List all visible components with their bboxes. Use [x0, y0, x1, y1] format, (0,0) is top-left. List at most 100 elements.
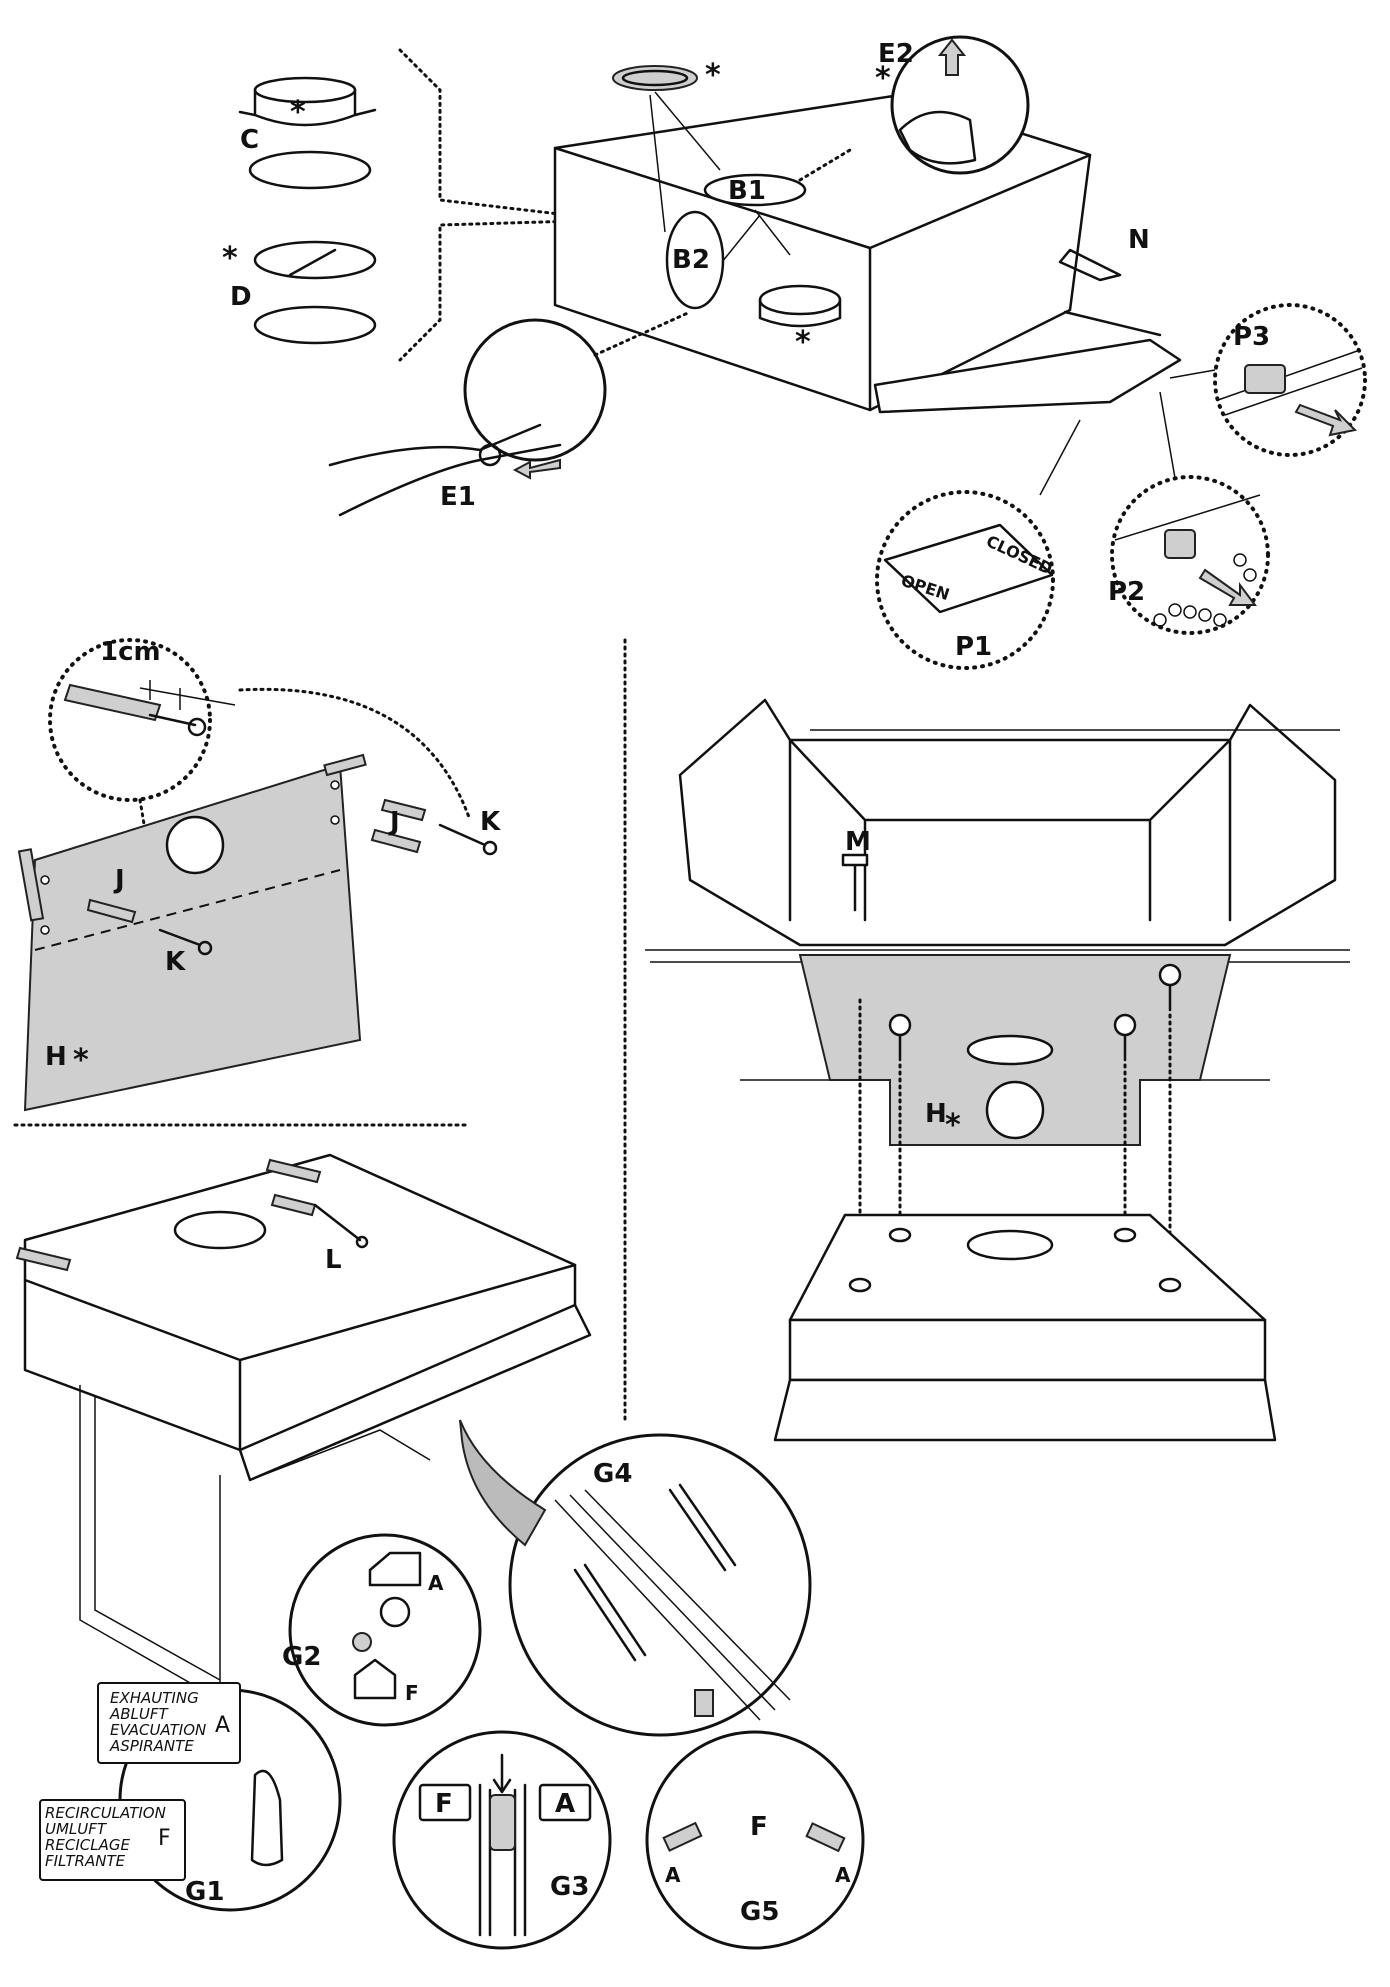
- ring-top: [612, 65, 698, 91]
- flange-c: [238, 76, 377, 190]
- g4-panel-tip: [459, 1419, 547, 1547]
- label-n: N: [1128, 225, 1150, 255]
- star-ring-top: *: [705, 58, 721, 93]
- p3-latch: [1244, 364, 1286, 394]
- g4-rails: [554, 1489, 791, 1721]
- g4-clip: [694, 1689, 714, 1717]
- label-h-left: H: [45, 1042, 67, 1072]
- g3-slot: [478, 1783, 527, 1937]
- g1-panel-exhaust: EXHAUTING ABLUFT EVACUATION ASPIRANTE A: [97, 1682, 241, 1764]
- star-d: *: [222, 241, 238, 276]
- g1-letter-a: A: [215, 1713, 230, 1738]
- hood-right: [773, 1213, 1277, 1442]
- wall-template-h: [23, 763, 362, 1112]
- arrows-b: [649, 91, 791, 263]
- svg-text:ASPIRANTE: ASPIRANTE: [109, 1737, 194, 1755]
- screw-l: [313, 1203, 362, 1242]
- pointer-p1: [1039, 419, 1081, 496]
- g5-letter-a-left: A: [665, 1863, 681, 1887]
- detail-g2: [288, 1533, 482, 1727]
- label-k-right: K: [480, 807, 501, 837]
- svg-text:UMLUFT: UMLUFT: [45, 1820, 108, 1838]
- label-g2-a: A: [428, 1571, 444, 1595]
- p3-rail: [1217, 349, 1363, 416]
- e2-arrow-icon: [937, 38, 967, 76]
- flange-d: [253, 240, 377, 345]
- pointer-p3: [1169, 369, 1216, 379]
- g3-letter-f: F: [435, 1789, 453, 1819]
- detail-g4: [508, 1433, 812, 1737]
- label-g1: G1: [185, 1877, 224, 1907]
- template-slot: [966, 1034, 1054, 1066]
- g3-slider: [489, 1794, 516, 1851]
- ceiling-screws: [888, 963, 1182, 1062]
- label-g3: G3: [550, 1872, 589, 1902]
- p1-plate: [883, 523, 1054, 614]
- g3-letter-a: A: [555, 1789, 575, 1819]
- label-d: D: [230, 282, 252, 312]
- label-m: M: [845, 827, 871, 857]
- svg-text:RECIRCULATION: RECIRCULATION: [45, 1804, 166, 1822]
- star-e2: *: [875, 61, 891, 96]
- plug-j-left: [86, 898, 137, 924]
- wall-cabinet: [678, 698, 1337, 947]
- svg-text:ABLUFT: ABLUFT: [109, 1705, 170, 1723]
- label-p3: P3: [1233, 322, 1270, 352]
- screw-k-left: [158, 928, 202, 947]
- g5-clip-left: [662, 1821, 703, 1852]
- e1-arrow-icon: [512, 458, 561, 480]
- g3-box-a: [538, 1783, 592, 1822]
- detail-e1: [463, 318, 607, 462]
- svg-text:FILTRANTE: FILTRANTE: [45, 1852, 126, 1870]
- p3-arrow-icon: [1294, 403, 1358, 437]
- label-l: L: [325, 1245, 342, 1275]
- connector-e1: [593, 310, 692, 357]
- p2-dots: [1153, 553, 1257, 627]
- template-line: [34, 869, 341, 951]
- label-1cm: 1cm: [100, 637, 161, 667]
- e2-pipe: [898, 110, 977, 165]
- g3-arrow-icon: [492, 1753, 512, 1794]
- g2-house-a-icon: [368, 1551, 422, 1587]
- pliers-icon: [328, 423, 562, 517]
- label-c: C: [240, 125, 259, 155]
- flap-n: [1058, 248, 1122, 282]
- label-b1: B1: [728, 176, 766, 206]
- label-j-left: J: [113, 865, 125, 895]
- star-ring-side: *: [795, 325, 811, 360]
- template-tape-right: [323, 753, 367, 777]
- p2-arrow-icon: [1198, 568, 1257, 606]
- connector-1cm-k: [238, 687, 472, 822]
- g4-rod-2: [668, 1483, 737, 1572]
- plug-l-1: [15, 1246, 72, 1272]
- label-b2: B2: [672, 245, 710, 275]
- detail-1cm: [48, 638, 212, 802]
- plug-j-right-2: [370, 828, 422, 854]
- svg-text:EVACUATION: EVACUATION: [110, 1721, 206, 1739]
- detail-e2: [890, 35, 1030, 175]
- pliers-pivot: [478, 443, 502, 467]
- screw-head: [187, 717, 207, 737]
- pointer-p2: [1159, 391, 1176, 479]
- svg-text:EXHAUTING: EXHAUTING: [110, 1689, 199, 1707]
- g2-gear-icon: [352, 1632, 372, 1652]
- label-e2: E2: [878, 39, 914, 69]
- star-h-right: *: [945, 1108, 961, 1143]
- alignment-lines: [858, 998, 1172, 1287]
- g1-knob-icon: [250, 1769, 284, 1867]
- plug-l-2: [265, 1158, 322, 1184]
- detail-g5: [645, 1730, 865, 1950]
- label-k-left: K: [165, 947, 186, 977]
- label-p1: P1: [955, 632, 992, 662]
- dim-1cm: [139, 680, 236, 710]
- template-tape-left: [17, 848, 45, 922]
- g2-house-f-icon: [353, 1658, 397, 1700]
- label-g2-f: F: [405, 1681, 419, 1705]
- star-c: *: [290, 95, 306, 130]
- g2-knob-icon: [379, 1596, 411, 1628]
- g5-clip-right: [805, 1822, 846, 1853]
- label-e1: E1: [440, 482, 476, 512]
- ring-side: [758, 284, 842, 328]
- screw-k-right: [438, 823, 487, 847]
